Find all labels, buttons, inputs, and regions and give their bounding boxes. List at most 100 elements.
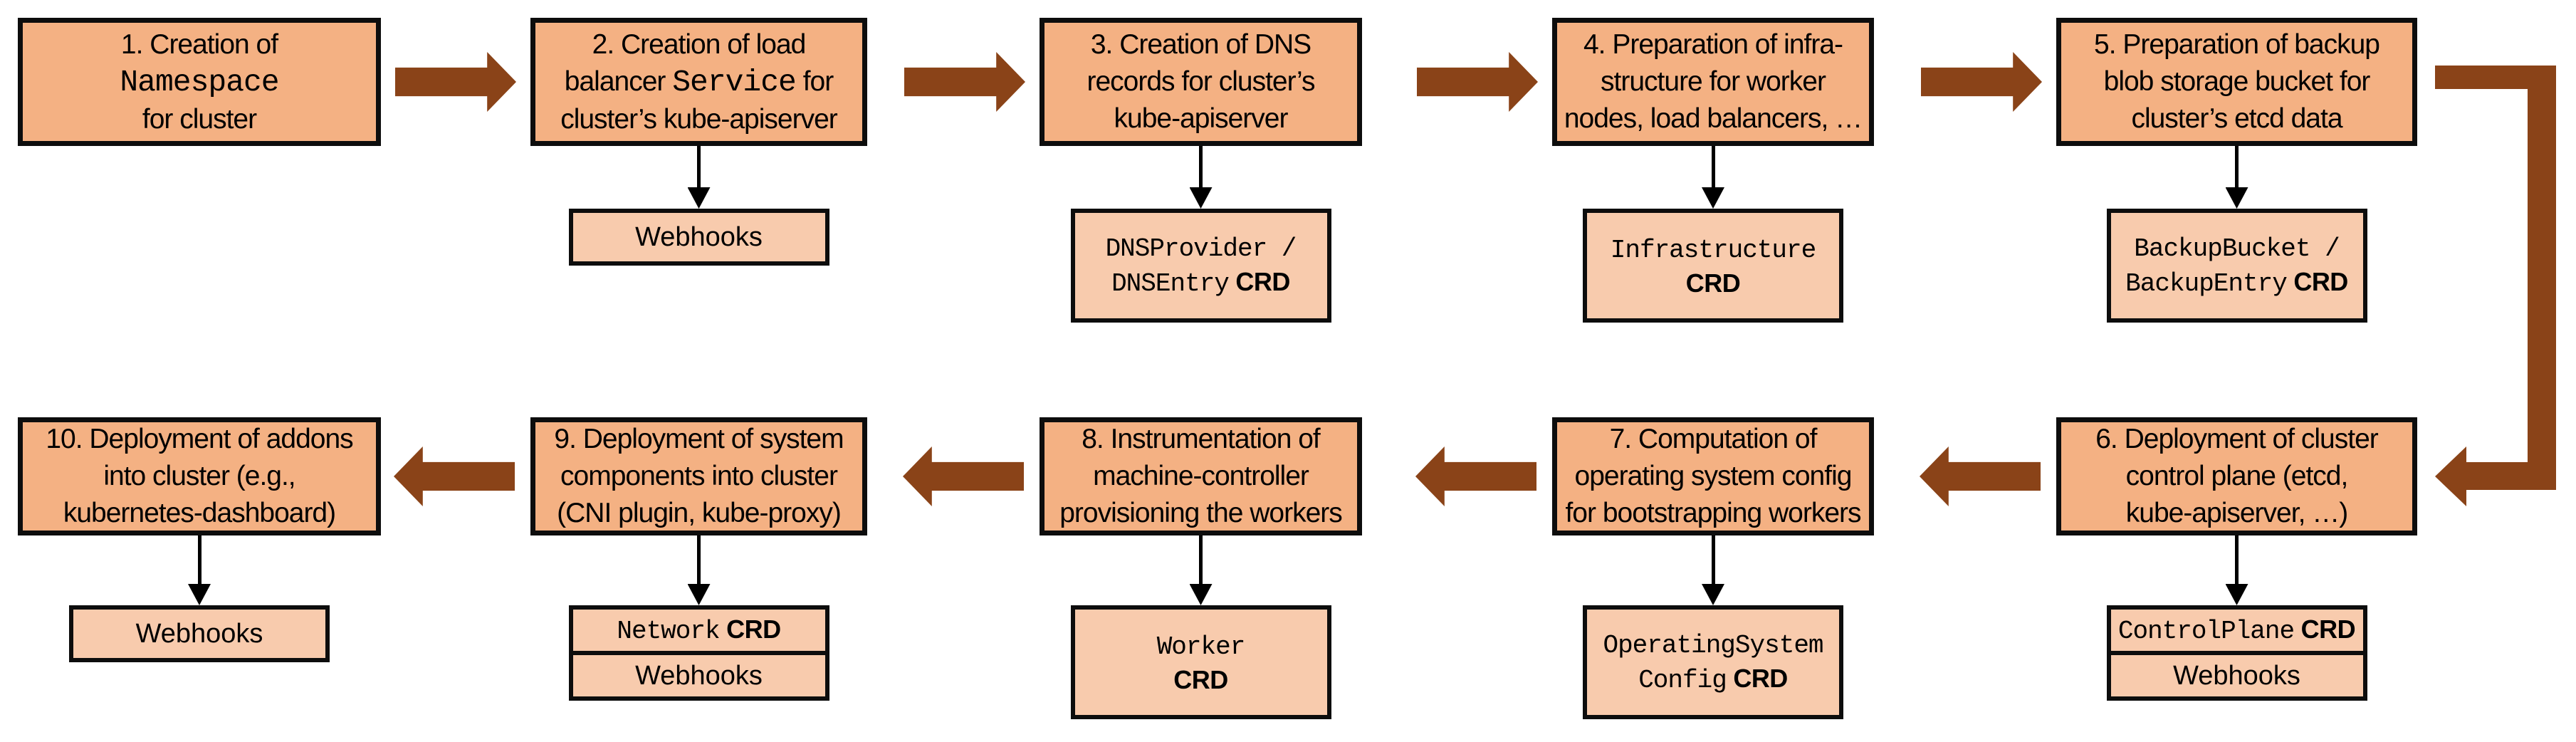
- step-text: cluster’s kube-apiserver: [560, 103, 838, 135]
- flow-arrow-right-icon: [904, 52, 1025, 112]
- sub-boxes: DNSProvider /DNSEntry CRD: [1070, 209, 1331, 323]
- sub-text: CRD: [1228, 267, 1290, 296]
- step-text: into cluster (e.g.,: [103, 461, 295, 491]
- step-text: 8. Instrumentation of: [1082, 424, 1321, 454]
- step-text-line: (CNI plugin, kube-proxy): [557, 495, 842, 532]
- step-text-line: 7. Computation of: [1610, 421, 1818, 458]
- step-text-line: blob storage bucket for: [2104, 63, 2371, 100]
- sub-text-line: CRD: [1686, 267, 1741, 300]
- flow-arrow-left-icon: [1415, 446, 1536, 506]
- step-text: operating system config: [1574, 461, 1853, 491]
- sub-text-line: CRD: [1173, 664, 1228, 696]
- down-arrowhead-icon: [2225, 584, 2248, 605]
- step-text-line: cluster’s kube-apiserver: [560, 101, 838, 138]
- sub-text: CRD: [2294, 614, 2356, 644]
- step-text: 2. Creation of load: [592, 28, 807, 60]
- step-text: 9. Deployment of system: [554, 424, 844, 454]
- crd-box: DNSProvider /DNSEntry CRD: [1070, 209, 1331, 323]
- sub-text: CRD: [1685, 268, 1741, 298]
- step-text: for cluster: [142, 103, 257, 135]
- sub-text-line: Webhooks: [635, 659, 763, 692]
- step-text-line: records for cluster’s: [1087, 63, 1315, 100]
- step-text-line: kubernetes-dashboard): [63, 495, 336, 532]
- sub-text-line: Worker: [1156, 629, 1246, 664]
- down-arrowhead-icon: [2225, 187, 2248, 209]
- sub-text-line: BackupBucket /: [2134, 231, 2340, 266]
- sub-boxes: BackupBucket /BackupEntry CRD: [2106, 209, 2367, 323]
- step-text-line: kube-apiserver: [1114, 100, 1289, 137]
- step-text-line: nodes, load balancers, …: [1564, 100, 1863, 137]
- step-text-line: Namespace: [120, 63, 279, 101]
- sub-text: Worker: [1156, 632, 1246, 662]
- sub-text: CRD: [2286, 267, 2348, 296]
- sub-text-line: Infrastructure: [1611, 232, 1816, 267]
- step-text: machine-controller: [1093, 461, 1309, 491]
- step-box-8: 8. Instrumentation of machine-controller p…: [1040, 417, 1362, 535]
- sub-text: Webhooks: [635, 222, 763, 252]
- step-text: 4. Preparation of infra-: [1583, 29, 1843, 60]
- step-text-line: 4. Preparation of infra-: [1583, 26, 1843, 63]
- sub-boxes: Network CRD Webhooks: [568, 605, 829, 701]
- sub-text: Webhooks: [635, 661, 763, 691]
- sub-text-line: BackupEntry CRD: [2125, 266, 2348, 301]
- step-text: kubernetes-dashboard): [63, 498, 336, 528]
- sub-text-line: Network CRD: [617, 613, 781, 648]
- step-text-line: control plane (etcd,: [2126, 458, 2349, 495]
- step-text: structure for worker: [1601, 66, 1826, 97]
- step-text: (CNI plugin, kube-proxy): [557, 498, 842, 528]
- down-arrowhead-icon: [188, 584, 211, 605]
- step-text-line: provisioning the workers: [1059, 495, 1343, 532]
- step-text-line: balancer Service for: [565, 63, 834, 101]
- step-text: kube-apiserver: [1114, 103, 1289, 134]
- step-text-line: cluster’s etcd data: [2131, 100, 2342, 137]
- step-text-line: components into cluster: [560, 458, 838, 495]
- step-text: for bootstrapping workers: [1565, 498, 1861, 528]
- sub-boxes: Webhooks: [568, 209, 829, 266]
- step-text: provisioning the workers: [1059, 498, 1343, 528]
- sub-text: CRD: [1173, 664, 1228, 694]
- step-text-line: 8. Instrumentation of: [1082, 421, 1321, 458]
- step-text: for: [795, 66, 834, 97]
- flow-arrow-right-icon: [1417, 52, 1538, 112]
- wrap-arrow-vertical-segment: [2528, 66, 2556, 490]
- step-text: 6. Deployment of cluster: [2095, 424, 2379, 454]
- sub-text: Infrastructure: [1610, 235, 1816, 265]
- step-text: cluster’s etcd data: [2131, 103, 2342, 134]
- down-arrow-icon: [1199, 146, 1203, 187]
- step-text-line: 5. Preparation of backup: [2094, 26, 2380, 63]
- step-text: 3. Creation of DNS: [1090, 29, 1311, 60]
- step-text: records for cluster’s: [1087, 66, 1315, 97]
- step-text-line: 6. Deployment of cluster: [2095, 421, 2379, 458]
- sub-text: BackupEntry: [2125, 269, 2288, 298]
- down-arrow-icon: [697, 146, 701, 187]
- sub-text: CRD: [719, 614, 781, 644]
- down-arrow-icon: [2235, 535, 2239, 584]
- webhooks-box: Webhooks: [568, 651, 829, 701]
- step-box-9: 9. Deployment of system components into c…: [530, 417, 867, 535]
- flow-arrow-right-icon: [395, 52, 516, 112]
- flow-arrow-left-icon: [1920, 446, 2041, 506]
- down-arrow-icon: [2235, 146, 2239, 187]
- step-text-line: 9. Deployment of system: [554, 421, 844, 458]
- sub-text-line: Webhooks: [136, 617, 263, 650]
- sub-text-line: DNSEntry CRD: [1111, 266, 1290, 301]
- down-arrowhead-icon: [687, 187, 711, 209]
- crd-box: Network CRD: [568, 605, 829, 655]
- crd-box: ControlPlane CRD: [2106, 605, 2367, 655]
- step-text-line: 10. Deployment of addons: [46, 421, 353, 458]
- sub-text: Webhooks: [135, 619, 263, 649]
- sub-text: Config: [1638, 666, 1727, 695]
- sub-boxes: Webhooks: [69, 605, 330, 662]
- sub-text-line: Config CRD: [1638, 662, 1788, 697]
- step-text: Service: [672, 64, 797, 100]
